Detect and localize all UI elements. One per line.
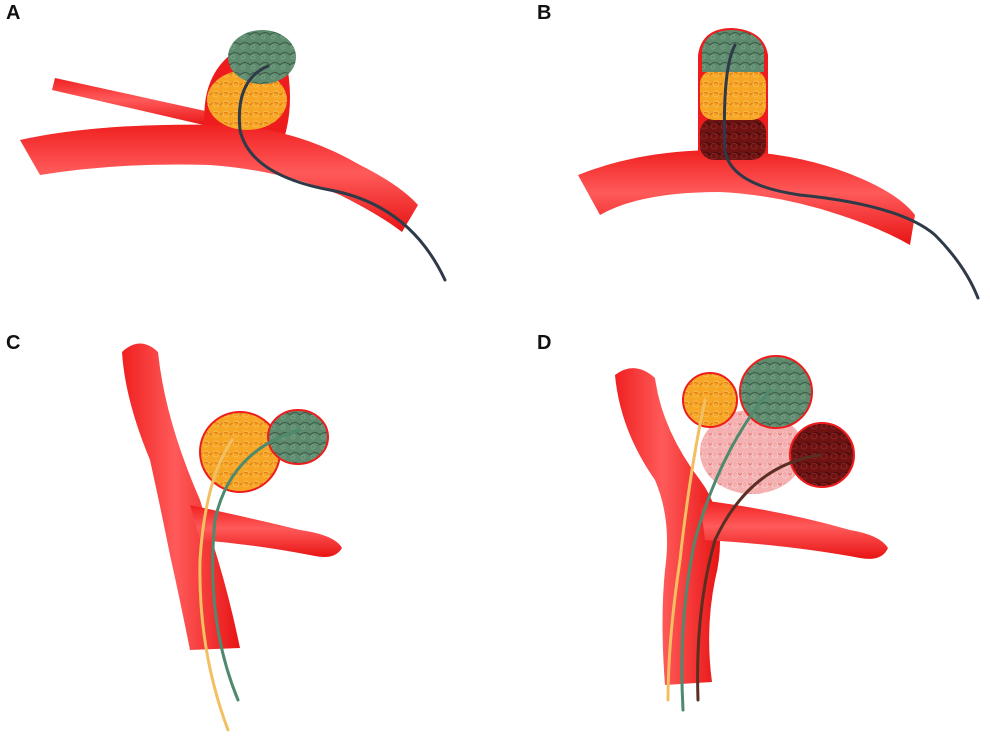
branch-vessel [52, 78, 210, 126]
coil-green [267, 409, 329, 465]
coil-orange [682, 372, 738, 428]
parent-vessel [578, 150, 915, 245]
panel-a [20, 30, 447, 282]
panel-label-b: B [537, 2, 552, 24]
parent-vessel [122, 343, 240, 650]
coil-orange [700, 70, 766, 120]
microcatheter-yellow [198, 438, 234, 732]
microcatheter-yellow [666, 398, 707, 702]
branch-vessel [190, 505, 342, 557]
coil-dark-red [700, 118, 766, 160]
coil-orange [207, 70, 287, 130]
parent-vessel [20, 124, 418, 232]
parent-vessel [615, 368, 720, 685]
panel-label-a: A [6, 2, 21, 24]
coil-pink [700, 410, 804, 494]
coil-dark-red [789, 422, 855, 488]
panel-label-c: C [6, 332, 21, 354]
panel-d [615, 355, 888, 712]
microcatheter [237, 64, 447, 282]
coil-green [228, 30, 296, 84]
microcatheter [722, 43, 980, 300]
coil-green [739, 355, 813, 429]
microcatheter-brown [696, 453, 822, 702]
panel-b [578, 28, 980, 300]
panel-c [122, 343, 342, 732]
panel-label-d: D [537, 332, 552, 354]
microcatheter-green [680, 388, 772, 712]
microcatheter-green [211, 428, 302, 702]
branch-vessel [700, 500, 888, 559]
